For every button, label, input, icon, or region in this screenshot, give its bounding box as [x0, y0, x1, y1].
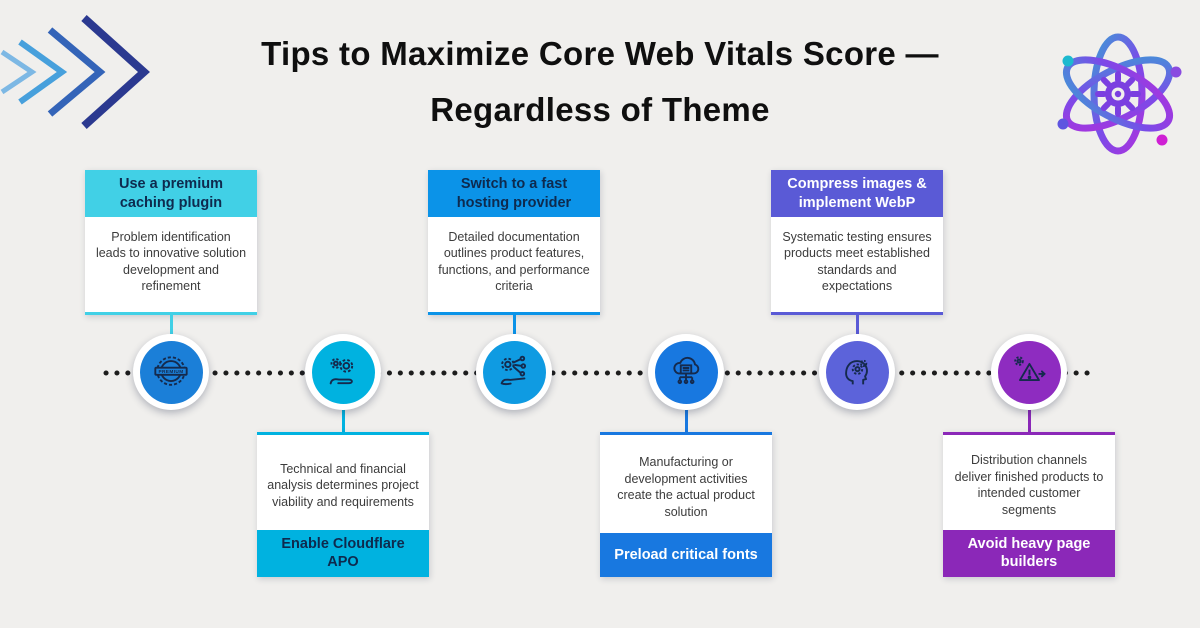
step-marker	[305, 334, 381, 410]
share-gear-hand-icon	[500, 355, 527, 386]
step-marker	[819, 334, 895, 410]
step-card: Switch to a fast hosting provider Detail…	[428, 170, 600, 315]
step-card: Technical and financial analysis determi…	[257, 432, 429, 577]
step-description: Detailed documentation outlines product …	[438, 229, 590, 294]
connector-line	[169, 315, 173, 334]
step-marker-fill	[482, 340, 546, 404]
step-description: Systematic testing ensures products meet…	[782, 229, 932, 294]
step-column-1: Use a premium caching plugin Problem ide…	[85, 170, 257, 410]
connector-line	[855, 315, 859, 334]
step-description: Technical and financial analysis determi…	[267, 461, 419, 509]
step-marker-fill	[997, 340, 1061, 404]
page-title: Tips to Maximize Core Web Vitals Score —…	[150, 26, 1050, 138]
step-card: Use a premium caching plugin Problem ide…	[85, 170, 257, 315]
step-marker-fill	[825, 340, 889, 404]
step-card: Distribution channels deliver finished p…	[943, 432, 1115, 577]
atom-gear-logo-icon	[1057, 33, 1182, 155]
step-column-6: Distribution channels deliver finished p…	[943, 334, 1115, 577]
step-label: Preload critical fonts	[600, 533, 772, 577]
step-marker	[648, 334, 724, 410]
connector-line	[684, 410, 688, 432]
step-description: Problem identification leads to innovati…	[95, 229, 247, 294]
step-label: Compress images & implement WebP	[771, 170, 943, 218]
page-title-line1: Tips to Maximize Core Web Vitals Score —	[261, 35, 939, 72]
gear-icon	[1095, 71, 1141, 117]
step-marker-fill	[654, 340, 718, 404]
step-label: Use a premium caching plugin	[85, 170, 257, 218]
step-column-5: Compress images & implement WebP Systema…	[771, 170, 943, 410]
page-title-line2: Regardless of Theme	[430, 91, 770, 128]
svg-text:PREMIUM: PREMIUM	[158, 369, 183, 375]
step-column-2: Technical and financial analysis determi…	[257, 334, 429, 577]
premium-badge-icon: PREMIUM	[154, 356, 188, 386]
connector-line	[512, 315, 516, 334]
step-marker-fill	[311, 340, 375, 404]
step-column-3: Switch to a fast hosting provider Detail…	[428, 170, 600, 410]
triple-chevron-arrows-icon	[0, 15, 150, 129]
step-label: Switch to a fast hosting provider	[428, 170, 600, 218]
connector-line	[341, 410, 345, 432]
step-label: Enable Cloudflare APO	[257, 529, 429, 577]
step-marker-fill: PREMIUM	[139, 340, 203, 404]
connector-line	[1027, 410, 1031, 432]
step-marker	[991, 334, 1067, 410]
step-card: Compress images & implement WebP Systema…	[771, 170, 943, 315]
risk-avoid-icon	[1014, 356, 1046, 382]
step-marker: PREMIUM	[133, 334, 209, 410]
cloud-server-icon	[673, 356, 700, 385]
step-description: Manufacturing or development activities …	[617, 455, 755, 519]
step-label: Avoid heavy page builders	[943, 529, 1115, 577]
step-description: Distribution channels deliver finished p…	[954, 453, 1104, 517]
mind-gears-icon	[845, 359, 868, 385]
step-column-4: Manufacturing or development activities …	[600, 334, 772, 577]
gears-in-hand-icon	[329, 358, 354, 385]
step-card: Manufacturing or development activities …	[600, 432, 772, 577]
step-marker	[476, 334, 552, 410]
